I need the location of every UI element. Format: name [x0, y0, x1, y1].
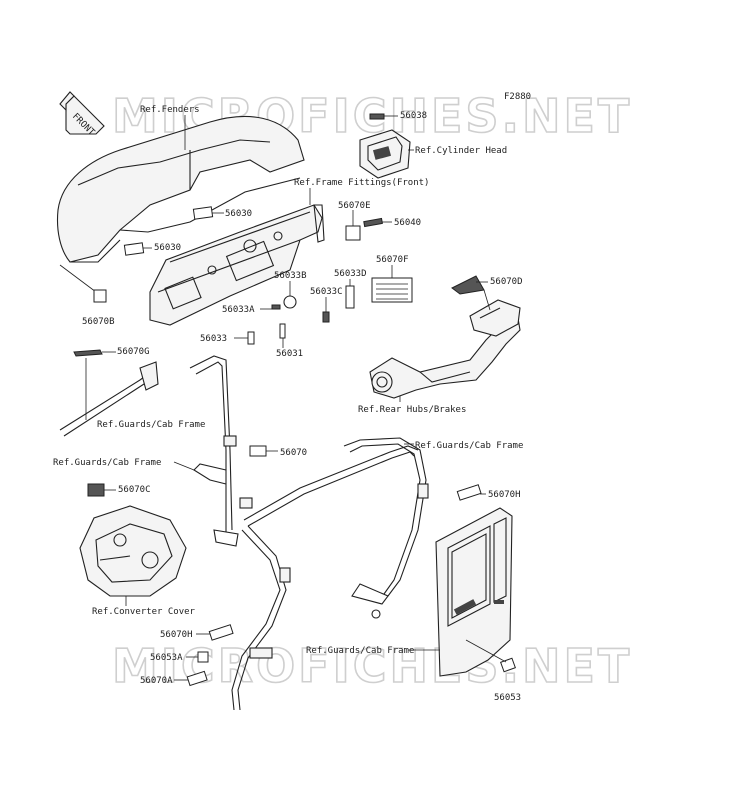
part-56070A: 56070A [140, 676, 173, 686]
part-56070H-b: 56070H [488, 490, 521, 500]
ref-guards-cab-frame-1: Ref.Guards/Cab Frame [97, 420, 205, 430]
part-56070: 56070 [280, 448, 307, 458]
decal-56070H-a [208, 624, 234, 641]
converter-cover [79, 505, 187, 597]
decal-56053A [197, 651, 209, 663]
decal-56033 [247, 331, 255, 345]
decal-56070C [87, 483, 105, 497]
ref-guards-cab-frame-4: Ref.Guards/Cab Frame [306, 646, 414, 656]
decal-56033C [322, 311, 330, 323]
decal-56070E [345, 225, 361, 241]
part-56070F: 56070F [376, 255, 409, 265]
decal-56031 [279, 323, 286, 339]
ref-rear-hubs-brakes: Ref.Rear Hubs/Brakes [358, 405, 466, 415]
front-arrow-icon [59, 91, 105, 135]
part-56053: 56053 [494, 693, 521, 703]
diagram-code: F2880 [504, 92, 531, 102]
decal-56070F [371, 277, 413, 303]
part-56033D: 56033D [334, 269, 367, 279]
decal-56040 [363, 217, 383, 228]
decal-56033A [271, 304, 281, 310]
part-56031: 56031 [276, 349, 303, 359]
part-56033B: 56033B [274, 271, 307, 281]
cylinder-head-cover [359, 129, 411, 179]
part-56038: 56038 [400, 111, 427, 121]
ref-converter-cover: Ref.Converter Cover [92, 607, 196, 617]
watermark-bottom: MICROFICHES.NET [112, 639, 632, 693]
part-56030-b: 56030 [154, 243, 181, 253]
ref-cylinder-head: Ref.Cylinder Head [415, 146, 507, 156]
decal-56038 [369, 113, 385, 120]
cab-door-panel [435, 507, 513, 677]
decal-56070H-b [456, 484, 482, 501]
part-56070H-a: 56070H [160, 630, 193, 640]
decal-56053 [500, 657, 516, 673]
decal-56030-b [123, 242, 145, 256]
decal-56070A [186, 670, 208, 687]
rear-axle-assembly [369, 299, 521, 399]
ref-frame-fittings-front: Ref.Frame Fittings(Front) [294, 178, 429, 188]
part-56030-a: 56030 [225, 209, 252, 219]
part-56070G: 56070G [117, 347, 150, 357]
cab-frame-tubes [189, 355, 429, 711]
part-56070B: 56070B [82, 317, 115, 327]
decal-56033B [283, 295, 297, 309]
decal-56033D [345, 285, 355, 309]
part-56070C: 56070C [118, 485, 151, 495]
ref-guards-cab-frame-2: Ref.Guards/Cab Frame [53, 458, 161, 468]
part-56053A: 56053A [150, 653, 183, 663]
decal-56070 [249, 445, 267, 457]
dash-frame-panel [149, 204, 325, 326]
ref-guards-cab-frame-3: Ref.Guards/Cab Frame [415, 441, 523, 451]
decal-56070B [93, 289, 107, 303]
part-56040: 56040 [394, 218, 421, 228]
part-56070E: 56070E [338, 201, 371, 211]
part-56033A: 56033A [222, 305, 255, 315]
side-guard-bar [59, 361, 159, 437]
ref-fenders: Ref.Fenders [140, 105, 200, 115]
decal-56030-a [192, 206, 214, 220]
decal-56070D [451, 275, 485, 295]
decal-56070G [73, 349, 103, 357]
part-56070D: 56070D [490, 277, 523, 287]
rear-fender [56, 115, 305, 263]
part-56033C: 56033C [310, 287, 343, 297]
part-56033: 56033 [200, 334, 227, 344]
